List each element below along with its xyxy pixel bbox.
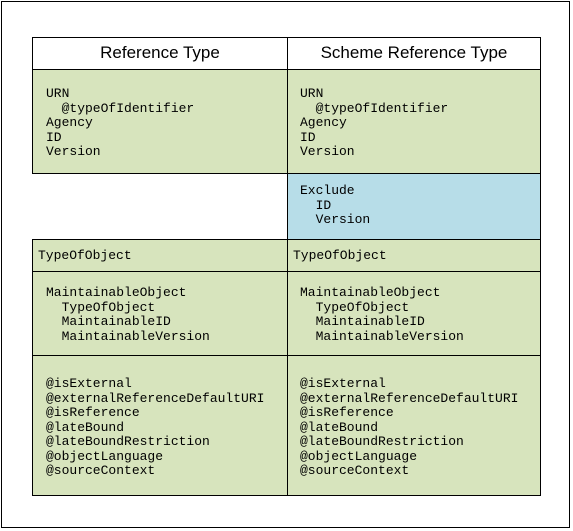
header-scheme-reference-type-label: Scheme Reference Type bbox=[320, 43, 508, 63]
header-reference-type: Reference Type bbox=[32, 37, 288, 70]
right-maintainable-line: TypeOfObject bbox=[300, 299, 410, 315]
right-maintainable-line: MaintainableVersion bbox=[300, 328, 464, 344]
left-maintainable-line: MaintainableID bbox=[46, 314, 171, 329]
left-identification-cell: URN @typeOfIdentifier Agency ID Version bbox=[32, 69, 288, 174]
right-maintainable-lines: MaintainableObject TypeOfObject Maintain… bbox=[300, 285, 464, 344]
left-type-of-object: TypeOfObject bbox=[38, 248, 132, 263]
right-maintainable-line: MaintainableID bbox=[300, 314, 425, 329]
header-scheme-reference-type: Scheme Reference Type bbox=[287, 37, 541, 70]
right-attribute: @objectLanguage bbox=[300, 448, 418, 464]
left-identification-lines: URN @typeOfIdentifier Agency ID Version bbox=[46, 86, 195, 160]
right-id-line: ID bbox=[300, 129, 316, 145]
right-attributes-lines: @isExternal @externalReferenceDefaultURI… bbox=[300, 376, 519, 479]
right-id-line: URN bbox=[300, 86, 324, 101]
exclude-line: Exclude bbox=[300, 183, 355, 198]
left-id-line: URN bbox=[46, 86, 70, 101]
exclude-line: Version bbox=[300, 212, 371, 227]
left-id-line: Version bbox=[46, 144, 101, 159]
right-identification-lines: URN @typeOfIdentifier Agency ID Version bbox=[300, 86, 449, 160]
left-attribute: @isExternal bbox=[46, 376, 132, 391]
header-reference-type-label: Reference Type bbox=[100, 43, 220, 63]
left-type-of-object-cell: TypeOfObject bbox=[32, 239, 288, 272]
left-maintainable-lines: MaintainableObject TypeOfObject Maintain… bbox=[46, 285, 210, 344]
right-identification-cell: URN @typeOfIdentifier Agency ID Version bbox=[287, 69, 541, 174]
right-attribute: @isReference bbox=[300, 405, 394, 420]
left-maintainable-line: MaintainableVersion bbox=[46, 328, 210, 344]
left-id-line: @typeOfIdentifier bbox=[46, 100, 195, 116]
exclude-line: ID bbox=[300, 197, 332, 213]
left-attribute: @lateBoundRestriction bbox=[46, 434, 210, 449]
right-attributes-cell: @isExternal @externalReferenceDefaultURI… bbox=[287, 355, 541, 496]
right-exclude-lines: Exclude ID Version bbox=[300, 183, 371, 228]
left-maintainable-line: TypeOfObject bbox=[46, 299, 156, 315]
left-attribute: @lateBound bbox=[46, 419, 125, 435]
left-attributes-lines: @isExternal @externalReferenceDefaultURI… bbox=[46, 376, 265, 479]
right-exclude-cell: Exclude ID Version bbox=[287, 173, 541, 240]
left-id-line: Agency bbox=[46, 115, 93, 130]
left-id-line: ID bbox=[46, 129, 62, 145]
right-maintainable-cell: MaintainableObject TypeOfObject Maintain… bbox=[287, 271, 541, 356]
left-attribute: @externalReferenceDefaultURI bbox=[46, 390, 265, 406]
right-id-line: Version bbox=[300, 144, 355, 159]
left-maintainable-line: MaintainableObject bbox=[46, 285, 187, 300]
left-maintainable-cell: MaintainableObject TypeOfObject Maintain… bbox=[32, 271, 288, 356]
right-type-of-object-cell: TypeOfObject bbox=[287, 239, 541, 272]
right-attribute: @lateBound bbox=[300, 419, 379, 435]
right-maintainable-line: MaintainableObject bbox=[300, 285, 441, 300]
right-type-of-object-lines: TypeOfObject bbox=[293, 248, 387, 264]
right-attribute: @sourceContext bbox=[300, 463, 410, 478]
right-id-line: Agency bbox=[300, 115, 347, 130]
left-attribute: @isReference bbox=[46, 405, 140, 420]
right-type-of-object: TypeOfObject bbox=[293, 248, 387, 263]
left-attributes-cell: @isExternal @externalReferenceDefaultURI… bbox=[32, 355, 288, 496]
right-attribute: @externalReferenceDefaultURI bbox=[300, 390, 519, 406]
left-attribute: @objectLanguage bbox=[46, 448, 164, 464]
left-type-of-object-lines: TypeOfObject bbox=[38, 248, 132, 264]
right-attribute: @lateBoundRestriction bbox=[300, 434, 464, 449]
left-attribute: @sourceContext bbox=[46, 463, 156, 478]
right-id-line: @typeOfIdentifier bbox=[300, 100, 449, 116]
right-attribute: @isExternal bbox=[300, 376, 386, 391]
